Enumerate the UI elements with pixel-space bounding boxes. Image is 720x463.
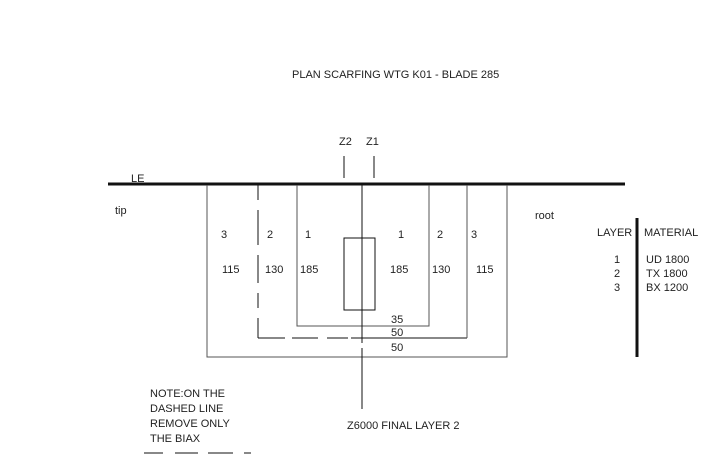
right-layer-2-width: 130	[432, 264, 450, 276]
layer-2-bottom-offset: 50	[391, 327, 403, 339]
left-layer-2-width: 130	[265, 264, 283, 276]
right-layer-3-number: 3	[471, 229, 477, 241]
table-row-2-layer: 2	[614, 268, 620, 280]
le-label: LE	[131, 173, 144, 185]
table-header-layer: LAYER	[597, 227, 632, 239]
note-line: NOTE:ON THE	[150, 388, 225, 400]
note-line: REMOVE ONLY	[150, 418, 231, 430]
left-layer-3-width: 115	[222, 264, 240, 276]
right-layer-2-number: 2	[437, 229, 443, 241]
damage-area-rect	[343, 237, 376, 311]
left-layer-1-number: 1	[305, 229, 311, 241]
right-layer-1-width: 185	[390, 264, 408, 276]
right-layer-1-number: 1	[398, 229, 404, 241]
z1-label: Z1	[366, 136, 379, 148]
final-layer-label: Z6000 FINAL LAYER 2	[347, 420, 460, 432]
left-layer-1-width: 185	[300, 264, 318, 276]
table-row-3-layer: 3	[614, 282, 620, 294]
z2-label: Z2	[339, 136, 352, 148]
table-row-1-material: UD 1800	[646, 254, 689, 266]
table-row-3-material: BX 1200	[646, 282, 688, 294]
table-header-material: MATERIAL	[644, 227, 698, 239]
note-line: DASHED LINE	[150, 403, 223, 415]
left-layer-2-number: 2	[267, 229, 273, 241]
note-line: THE BIAX	[150, 433, 201, 445]
diagram-title: PLAN SCARFING WTG K01 - BLADE 285	[292, 69, 499, 81]
layer-2-outline	[257, 185, 468, 339]
right-layer-3-width: 115	[476, 264, 494, 276]
layer-material-table: LAYER MATERIAL 1 UD 1800 2 TX 1800 3 BX …	[597, 218, 698, 357]
layer-3-bottom-offset: 50	[391, 342, 403, 354]
tip-label: tip	[115, 205, 127, 217]
layer-1-bottom-offset: 35	[391, 314, 403, 326]
table-row-2-material: TX 1800	[646, 268, 688, 280]
left-layer-3-number: 3	[221, 229, 227, 241]
note: NOTE:ON THE DASHED LINE REMOVE ONLY THE …	[144, 388, 251, 454]
table-row-1-layer: 1	[614, 254, 620, 266]
root-label: root	[535, 210, 554, 222]
layer-3-outline	[206, 185, 508, 358]
layer-1-outline	[296, 185, 430, 327]
